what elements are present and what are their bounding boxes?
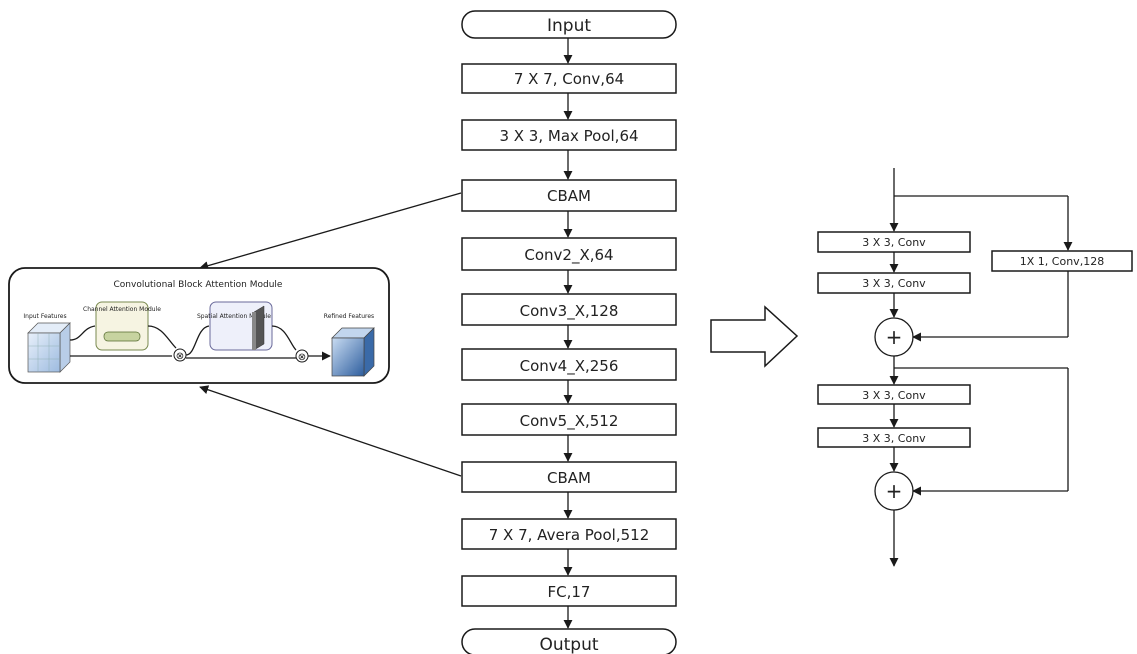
channel-attention-label: Channel Attention Module (83, 306, 161, 313)
residual-block-detail: 3 X 3, Conv 3 X 3, Conv 1X 1, Conv,128 +… (817, 168, 1133, 567)
layer-cbam-2: CBAM (461, 461, 677, 493)
res-shortcut-conv: 1X 1, Conv,128 (991, 250, 1133, 272)
layer-conv3: Conv3_X,128 (461, 293, 677, 326)
layer-conv5: Conv5_X,512 (461, 403, 677, 436)
layer-label: 3 X 3, Max Pool,64 (499, 127, 638, 145)
multiply-symbol: ⊗ (176, 351, 184, 362)
layer-fc: FC,17 (461, 575, 677, 607)
input-node: Input (461, 10, 677, 39)
layer-label: Conv4_X,256 (520, 357, 619, 376)
add-symbol: + (886, 479, 903, 503)
layer-conv4: Conv4_X,256 (461, 348, 677, 381)
spatial-attention-module: Spatial Attention Module (197, 301, 273, 351)
layer-label: Conv2_X,64 (524, 246, 613, 265)
cbam-detail-links (199, 192, 462, 477)
layer-conv2: Conv2_X,64 (461, 237, 677, 271)
layer-label: Conv5_X,512 (520, 412, 619, 431)
add-symbol: + (886, 325, 903, 349)
res-block2-conv2: 3 X 3, Conv (817, 427, 971, 448)
channel-attention-module: Channel Attention Module (83, 301, 161, 351)
output-node: Output (461, 628, 677, 654)
multiply-node-2: ⊗ (295, 349, 309, 363)
add-node-2: + (874, 471, 914, 511)
res-block2-conv1: 3 X 3, Conv (817, 384, 971, 405)
cbam-module-title: Convolutional Block Attention Module (114, 280, 283, 290)
cbam-detail-module: Convolutional Block Attention Module Inp… (8, 267, 390, 384)
res-block1-conv2: 3 X 3, Conv (817, 272, 971, 294)
refined-features-cube (331, 327, 375, 377)
layer-label: Conv3_X,128 (520, 302, 619, 321)
conv-label: 3 X 3, Conv (862, 432, 926, 445)
expand-arrow-icon (710, 305, 799, 368)
input-features-label: Input Features (23, 313, 66, 320)
refined-features-label: Refined Features (324, 313, 374, 320)
layer-label: CBAM (547, 469, 591, 487)
layer-conv7x7: 7 X 7, Conv,64 (461, 63, 677, 94)
layer-label: 7 X 7, Conv,64 (514, 70, 624, 88)
input-label: Input (547, 16, 591, 36)
layer-cbam-1: CBAM (461, 179, 677, 212)
add-node-1: + (874, 317, 914, 357)
input-features-cube (27, 322, 71, 373)
conv-label: 3 X 3, Conv (862, 277, 926, 290)
output-label: Output (539, 635, 598, 654)
shortcut-label: 1X 1, Conv,128 (1020, 255, 1104, 268)
conv-label: 3 X 3, Conv (862, 389, 926, 402)
conv-label: 3 X 3, Conv (862, 236, 926, 249)
layer-maxpool: 3 X 3, Max Pool,64 (461, 119, 677, 151)
spatial-attention-label: Spatial Attention Module (197, 313, 271, 320)
layer-label: 7 X 7, Avera Pool,512 (489, 526, 649, 544)
multiply-node-1: ⊗ (173, 348, 187, 362)
res-block1-conv1: 3 X 3, Conv (817, 231, 971, 253)
layer-avgpool: 7 X 7, Avera Pool,512 (461, 518, 677, 550)
layer-label: FC,17 (548, 583, 591, 601)
multiply-symbol: ⊗ (298, 352, 306, 363)
layer-label: CBAM (547, 187, 591, 205)
